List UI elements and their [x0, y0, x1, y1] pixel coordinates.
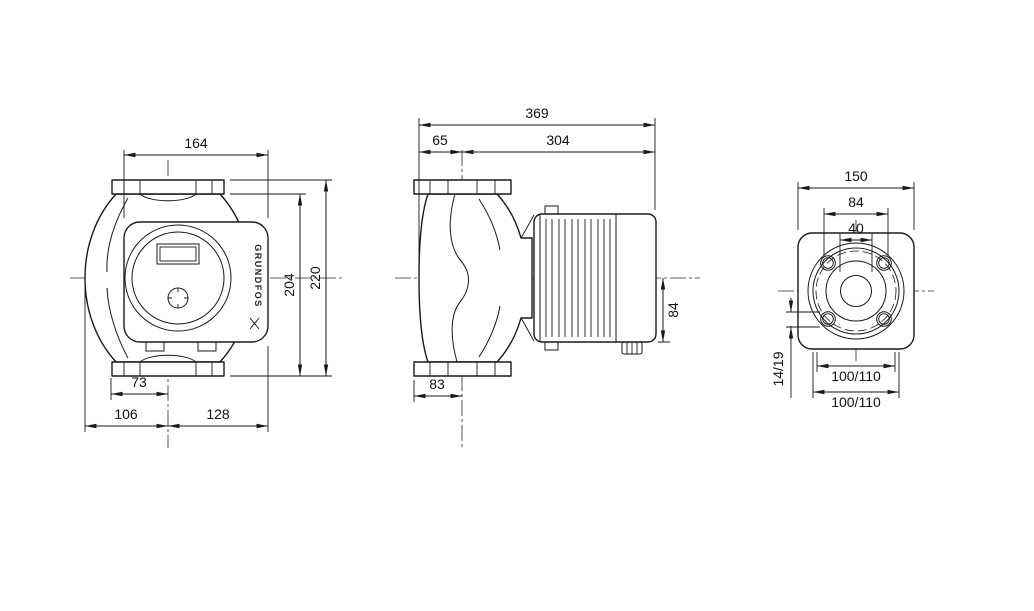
dim-label-369: 369: [525, 105, 549, 121]
side-extension-lines: [413, 118, 670, 402]
flange-square-outline: [797, 232, 915, 350]
cable-entry-left: [145, 341, 165, 352]
side-top-flange-plate: [413, 179, 512, 195]
dim-label-204: 204: [281, 273, 297, 297]
cable-entry-right: [197, 341, 217, 352]
head-ring-outer: [124, 224, 232, 332]
flange-raised-face-outer: [807, 242, 905, 340]
side-view: 369 65 304 84 83: [395, 105, 700, 448]
head-ring-inner: [131, 231, 225, 325]
dim-label-220: 220: [307, 266, 323, 290]
motor-housing: [533, 205, 657, 355]
pump-logo-wheel: [167, 287, 189, 309]
dim-label-84-flange: 84: [848, 194, 864, 210]
clamp-top: [544, 205, 559, 215]
dim-label-106: 106: [114, 406, 138, 422]
brand-label: GRUNDFOS: [253, 244, 263, 308]
dim-label-83: 83: [429, 376, 445, 392]
bottom-flange-plate: [111, 361, 225, 377]
bottom-flange-bolt-marks: [123, 362, 213, 376]
dim-label-164: 164: [184, 135, 208, 151]
bore-circle: [840, 275, 872, 307]
bolt-hole-slot: [820, 255, 836, 271]
front-view: GRUNDFOS 164 204 220 73 106 128: [70, 135, 345, 448]
bolt-hole-slot: [820, 311, 836, 327]
dim-label-65: 65: [432, 132, 448, 148]
bolt-circle: [815, 250, 897, 332]
control-box-outline: [123, 221, 269, 343]
bolt-hole: [822, 313, 834, 325]
side-volute-outline: [418, 193, 533, 363]
dim-label-150: 150: [844, 168, 868, 184]
cable-gland: [621, 341, 643, 355]
dim-label-40: 40: [848, 220, 864, 236]
wheel-ticks: [168, 288, 188, 308]
volute-shell-curves: [106, 193, 197, 363]
clamp-bottom: [544, 341, 559, 351]
display-screen: [159, 246, 197, 262]
side-top-flange-marks: [429, 180, 496, 194]
dim-label-128: 128: [206, 406, 230, 422]
hub-circle: [825, 260, 887, 322]
flange-body: [797, 232, 915, 350]
bolt-hole-slot: [876, 255, 892, 271]
dim-label-100110-b: 100/110: [831, 394, 881, 410]
cooling-fins: [545, 219, 611, 337]
side-volute-curves: [449, 193, 535, 363]
flange-extension-lines: [786, 182, 915, 398]
bolt-hole: [822, 257, 834, 269]
bolt-hole-slot: [876, 311, 892, 327]
bolt-hole: [878, 257, 890, 269]
side-top-flange: [413, 179, 512, 195]
front-extension-lines: [84, 150, 332, 432]
cable-gland-ribs: [626, 342, 638, 354]
dim-label-100110-a: 100/110: [831, 368, 881, 384]
flange-dimensions: 150 84 40 14/19 100/110 100/110: [770, 168, 915, 410]
flange-raised-face-inner: [812, 247, 900, 335]
dim-label-304: 304: [546, 132, 570, 148]
dim-label-73: 73: [131, 374, 147, 390]
grundfos-logo-icon: [249, 317, 260, 330]
control-box: GRUNDFOS: [123, 221, 269, 352]
side-bottom-flange: [413, 361, 512, 377]
side-bottom-flange-marks: [429, 362, 496, 376]
side-volute: [418, 193, 535, 363]
bolt-hole: [878, 313, 890, 325]
top-flange: [111, 179, 225, 195]
side-dimensions: 369 65 304 84 83: [413, 105, 681, 402]
front-dimensions: 164 204 220 73 106 128: [84, 135, 332, 432]
flange-view: 150 84 40 14/19 100/110 100/110: [770, 168, 934, 410]
dim-label-1419: 14/19: [770, 351, 786, 386]
top-flange-plate: [111, 179, 225, 195]
dim-label-84-side: 84: [665, 302, 681, 318]
bottom-flange: [111, 361, 225, 377]
bolt-holes: [820, 255, 892, 327]
side-bottom-flange-plate: [413, 361, 512, 377]
display-frame: [156, 243, 200, 265]
stator-housing: [533, 213, 657, 343]
